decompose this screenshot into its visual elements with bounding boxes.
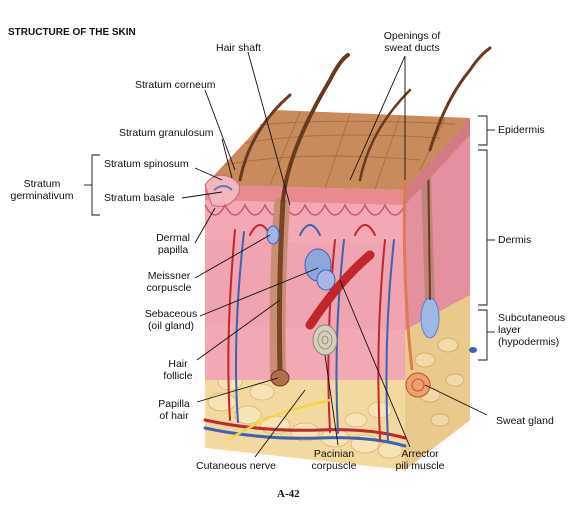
label-stratum-basale: Stratum basale xyxy=(104,192,175,204)
label-papilla-of-hair: Papilla of hair xyxy=(150,398,198,422)
label-openings-sweat-ducts: Openings of sweat ducts xyxy=(374,30,450,54)
label-sweat-gland: Sweat gland xyxy=(496,415,554,427)
bracket-left xyxy=(84,155,100,215)
label-cutaneous-nerve: Cutaneous nerve xyxy=(196,460,276,472)
label-stratum-granulosum: Stratum granulosum xyxy=(119,127,214,139)
label-hair-shaft: Hair shaft xyxy=(216,42,261,54)
label-pacinian-corpuscle: Pacinian corpuscle xyxy=(306,448,362,472)
label-sebaceous-gland: Sebaceous (oil gland) xyxy=(138,308,204,332)
label-dermis: Dermis xyxy=(498,234,531,246)
label-arrector-pili: Arrector pili muscle xyxy=(385,448,455,472)
diagram-title: STRUCTURE OF THE SKIN xyxy=(8,27,136,38)
label-stratum-spinosum: Stratum spinosum xyxy=(104,158,189,170)
small-vessel-dot xyxy=(469,347,477,353)
brackets-right xyxy=(478,116,495,360)
label-stratum-germinativum: Stratum germinativum xyxy=(2,178,82,202)
label-stratum-corneum: Stratum corneum xyxy=(135,79,216,91)
label-subcutaneous-layer: Subcutaneous layer (hypodermis) xyxy=(498,312,565,348)
label-meissner-corpuscle: Meissner corpuscle xyxy=(138,270,200,294)
pacinian-corpuscle-shape xyxy=(313,325,337,355)
label-epidermis: Epidermis xyxy=(498,124,545,136)
meissner-corpuscle-shape xyxy=(267,226,279,244)
label-dermal-papilla: Dermal papilla xyxy=(148,232,198,256)
page-number: A-42 xyxy=(277,488,300,500)
label-hair-follicle: Hair follicle xyxy=(158,358,198,382)
